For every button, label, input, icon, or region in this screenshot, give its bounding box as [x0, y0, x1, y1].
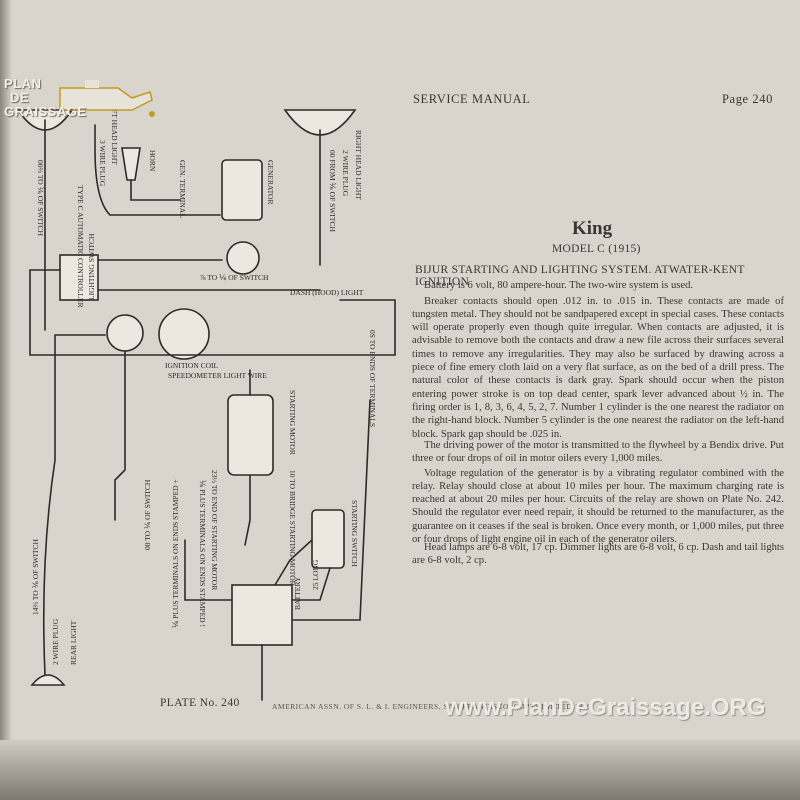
label-battery: BATTERY — [293, 576, 302, 610]
copyright-credit: AMERICAN ASSN. OF S. L. & I. ENGINEERS, … — [272, 702, 592, 711]
label-switch-wire: ⅞ TO ⅙ OF SWITCH — [200, 273, 269, 282]
label-generator: GENERATOR — [266, 160, 275, 204]
label-controller: TYPE C AUTOMATIC CONTROLLER — [76, 185, 85, 308]
watermark-url: www.PlanDeGraissage.ORG — [445, 694, 766, 721]
paragraph-contacts: Breaker contacts should open .012 in. to… — [412, 295, 784, 440]
model-line: MODEL C (1915) — [552, 243, 641, 255]
plan-de-graissage-logo: PLAN DE GRAISSAGE — [0, 70, 160, 120]
label-to-end-of: 23½ TO END OF STARTING MOTOR — [210, 470, 219, 590]
label-three-wire-plug: 3 WIRE PLUG — [98, 140, 107, 187]
label-ignition-coil: IGNITION COIL — [165, 361, 219, 370]
oil-can-icon — [59, 80, 155, 117]
paragraph-lamps: Head lamps are 6-8 volt, 17 cp. Dimmer l… — [412, 541, 784, 566]
starting-switch-icon — [311, 509, 345, 569]
label-to-bridge-motor: 10 TO BRIDGE STARTING MOTOR — [288, 470, 297, 586]
lighting-switch-icon — [106, 314, 144, 352]
label-to-switch-right: 00 FROM ⅙ OF SWITCH — [328, 150, 337, 232]
label-to-ends-terminals: 0S TO ENDS OF TERMINALS — [368, 330, 377, 427]
systems-line: BIJUR STARTING AND LIGHTING SYSTEM. ATWA… — [415, 264, 745, 288]
logo-line-3: GRAISSAGE — [4, 104, 87, 119]
meter-icon — [226, 241, 260, 275]
generator-icon — [221, 159, 263, 221]
label-two-wire-plug: 2 WIRE PLUG — [51, 618, 60, 665]
label-plus-terminals-2: ⅙ PLUS TERMINALS ON ENDS STAMPED + — [171, 479, 180, 628]
plate-number: PLATE No. 240 — [160, 697, 240, 709]
page-title: King — [572, 218, 613, 239]
paragraph-driving: The driving power of the motor is transm… — [412, 439, 784, 464]
label-to-switch-rear: 14⅔ TO ⅙ OF SWITCH — [31, 538, 40, 615]
label-rear-light: REAR LIGHT — [69, 620, 78, 665]
page-left-shadow — [0, 0, 12, 800]
label-gen-terminal: GEN. TERMINAL — [178, 160, 187, 218]
logo-line-1: PLAN — [4, 76, 42, 91]
rear-light-icon — [30, 674, 66, 686]
ignition-coil-icon — [158, 308, 210, 360]
page-bottom-shadow — [0, 740, 800, 800]
starting-motor-icon — [227, 394, 274, 476]
label-horn: HORN — [148, 150, 157, 172]
paragraph-battery: Battery is 6 volt, 80 ampere-hour. The t… — [424, 279, 694, 291]
label-to-switch-left: 00⅔ TO ⅙ OF SWITCH — [36, 160, 45, 237]
label-speedometer: SPEEDOMETER LIGHT WIRE — [168, 371, 267, 380]
logo-line-2: DE — [10, 90, 30, 105]
label-dash-light: DASH (HOOD) LIGHT — [290, 288, 364, 297]
label-lighting-switch: LIGHTING SWITCH — [87, 233, 96, 300]
controller-icon — [59, 254, 99, 301]
label-plus-terminals: ⅙ PLUS TERMINALS ON ENDS STAMPED ! — [198, 480, 207, 627]
battery-icon — [231, 584, 293, 646]
label-starting-motor: STARTING MOTOR — [288, 390, 297, 455]
header-left: SERVICE MANUAL — [413, 92, 531, 106]
label-left-head-light: LEFT HEAD LIGHT — [110, 100, 119, 165]
horn-icon — [121, 147, 141, 181]
label-two-wire-plug-top: 2 WIRE PLUG — [341, 150, 350, 197]
right-head-light-icon — [283, 109, 357, 136]
paragraph-regulation: Voltage regulation of the generator is b… — [412, 467, 784, 546]
page-number: Page 240 — [722, 92, 773, 106]
label-to-switch-lower: 00 TO ⅙ OF SWITCH — [143, 479, 152, 550]
label-starting-switch: STARTING SWITCH — [350, 500, 359, 567]
label-right-head-light: RIGHT HEAD LIGHT — [354, 130, 363, 200]
label-long: 25 LONG — [311, 559, 320, 590]
